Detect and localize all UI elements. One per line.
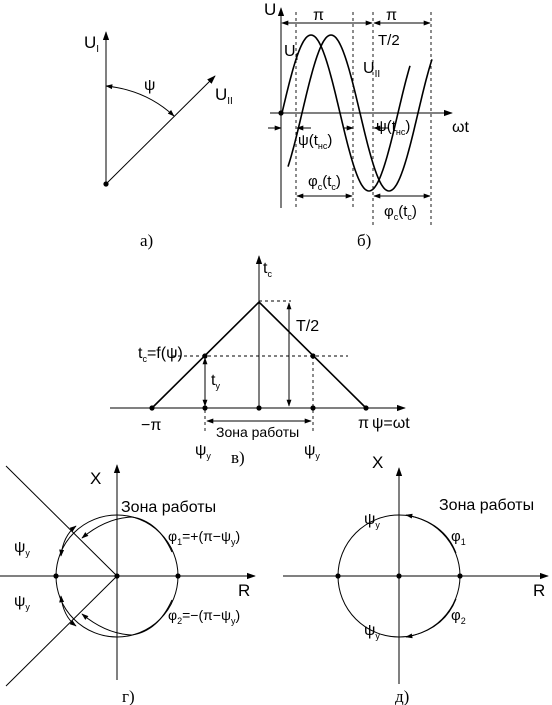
panel-v: tc T/2 tc=f(ψ) ty −π π ψ=ωt Зона работы … [110,255,410,467]
u2-curve-label: UII [363,60,380,80]
psi-y-left-label: ψy [195,442,211,461]
phi1-arc-g [81,516,173,553]
panel-a: UI UII ψ а) [84,31,233,250]
panel-b: π π T/2 U ωt UI UII ψ(tнс) ψ(tнс) φc(tc)… [264,0,469,250]
phi1-label-d: φ1 [451,528,466,547]
caption-a: а) [140,231,153,250]
right-dot-d [457,573,463,579]
ty-label: ty [211,372,220,391]
minus-pi-dot [149,405,155,411]
phi2-arc-d [405,598,457,639]
left-dot-g [53,573,59,579]
origin-dot-d [396,573,402,579]
caption-v: в) [231,448,245,467]
minus-pi-label: −π [141,417,161,434]
pi-dot [363,405,369,411]
phi-right-label: φc(tc) [384,203,417,222]
psi-left-label: ψ(tнс) [298,132,332,151]
u2-curve [287,34,433,192]
boundary-line-lower [5,575,118,687]
u1-curve-label: UI [284,43,298,63]
origin-dot [103,181,109,187]
tc-function-line [151,300,367,409]
ty-left-dot [202,353,208,359]
caption-d: д) [395,687,409,705]
half-period-label-v: T/2 [296,318,319,335]
phi1-label-g: φ1=+(π−ψy) [168,528,240,547]
panel-g: X R Зона работы ψy ψy φ1=+(π−ψy) φ2=−(π−… [0,464,256,705]
psi-right-label: ψ(tнс) [376,118,410,137]
zone-label-d: Зона работы [439,497,534,514]
psi-axis-label: ψ=ωt [372,415,410,432]
u-axis-label: U [264,0,276,19]
x-axis-label-g: X [90,469,101,488]
time-axis-label: ωt [452,119,469,136]
origin-dot-v [256,405,262,411]
zone-label-g: Зона работы [121,499,216,516]
psi-y-left-dot [202,405,208,411]
angle-arc [105,84,175,117]
phi2-arc-g [81,599,173,636]
psi-top-label-g: ψy [14,539,30,558]
phi2-label-g: φ2=−(π−ψy) [168,607,240,626]
pi-label: π [358,415,369,432]
u2-vector [105,75,216,185]
psi-y-right-dot [310,405,316,411]
angle-label: ψ [144,77,155,94]
half-period-label: T/2 [378,32,400,49]
u1-curve [281,34,411,192]
pi-right-label: π [386,7,397,24]
u2-label: UII [215,85,233,107]
psi-y-right-label: ψy [304,442,320,461]
function-label: tc=f(ψ) [138,345,183,364]
r-axis-label-g: R [238,581,250,600]
u1-label: UI [84,33,99,55]
phi1-arc-d [405,513,457,554]
pi-left-label: π [313,7,324,24]
phi-left-label: φc(tc) [308,173,341,192]
boundary-line-upper [5,465,118,577]
psi-bottom-label-d: ψy [364,622,380,641]
psi-top-label-d: ψy [364,511,380,530]
right-dot-g [175,573,181,579]
left-dot-d [335,573,341,579]
psi-bottom-label-g: ψy [14,593,30,612]
origin-dot-g [114,573,120,579]
caption-g: г) [122,687,135,705]
phi2-label-d: φ2 [451,607,466,626]
panel-d: X R Зона работы ψy ψy φ1 φ2 д) [283,453,549,705]
tc-axis-label: tc [263,260,272,279]
origin-dot-b [278,110,284,116]
ty-right-dot [310,353,316,359]
psi-bottom-arc-g [59,595,77,627]
x-axis-label-d: X [372,453,383,472]
psi-top-arc-g [59,525,77,557]
r-axis-label-d: R [533,581,545,600]
zone-label-v: Зона работы [216,424,299,440]
caption-b: б) [357,231,371,250]
